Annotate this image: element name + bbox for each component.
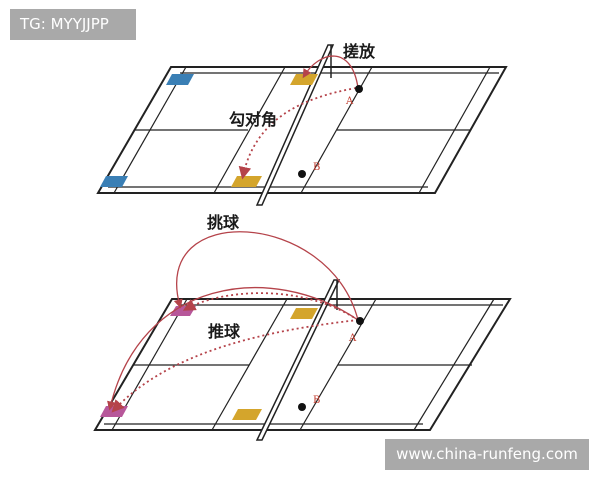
bottom-point-b-label: B bbox=[313, 395, 320, 406]
top-point-b-label: B bbox=[313, 162, 320, 173]
top-player-b bbox=[298, 170, 306, 178]
bottom-court-service-left bbox=[211, 298, 288, 431]
top-court-service-left bbox=[213, 66, 286, 194]
top-player-a bbox=[355, 85, 363, 93]
bottom-player-b bbox=[298, 403, 306, 411]
top-cross-label: 勾对角 bbox=[229, 110, 277, 129]
watermark-top: TG: MYYJJPP bbox=[10, 9, 136, 40]
top-zone-yellow-front bbox=[231, 176, 262, 187]
top-court: 搓放 勾对角 A B bbox=[96, 42, 508, 206]
top-zone-blue-back bbox=[166, 74, 194, 85]
bottom-push-trajectory bbox=[182, 292, 359, 321]
top-zone-blue-front bbox=[100, 176, 128, 187]
bottom-zone-yellow-front bbox=[232, 409, 262, 420]
bottom-court-outline bbox=[93, 298, 512, 431]
top-net-shot-trajectory bbox=[302, 55, 359, 89]
top-court-outline bbox=[96, 66, 508, 194]
bottom-push-label: 推球 bbox=[208, 322, 241, 341]
top-point-a-label: A bbox=[345, 96, 354, 107]
bottom-court: 挑球 推球 A B bbox=[93, 213, 512, 441]
bottom-long-lift-trajectory bbox=[107, 286, 359, 411]
bottom-push-cross-trajectory bbox=[111, 319, 359, 413]
top-cross-trajectory bbox=[238, 87, 357, 180]
bottom-zone-pink-front bbox=[100, 406, 128, 417]
bottom-lift-label: 挑球 bbox=[207, 213, 240, 232]
bottom-zone-yellow-back bbox=[290, 308, 318, 319]
bottom-point-a-label: A bbox=[348, 333, 357, 344]
bottom-player-a bbox=[356, 317, 364, 325]
watermark-bottom: www.china-runfeng.com bbox=[385, 439, 589, 470]
top-net-shot-label: 搓放 bbox=[343, 42, 376, 61]
bottom-lift-trajectory bbox=[173, 231, 359, 321]
